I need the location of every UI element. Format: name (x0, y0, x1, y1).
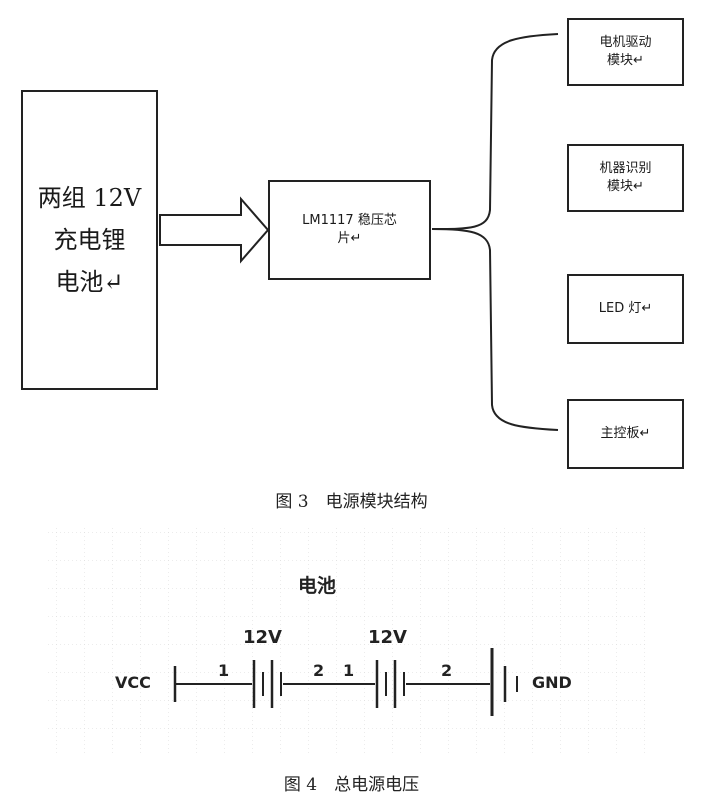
battery-pack-label-line2: 充电锂 (53, 226, 126, 254)
battery-pack-label-line3: 电池↵ (55, 268, 124, 296)
cell2-voltage-label: 12V (368, 627, 407, 648)
battery-pack-block: 两组 12V 充电锂 电池↵ (21, 90, 158, 390)
cell2-pin2-label: 2 (441, 661, 453, 680)
cell1-voltage-label: 12V (243, 627, 282, 648)
motor-driver-label-line2: 模块↵ (607, 53, 644, 68)
figure3-caption: 图 3 电源模块结构 (275, 492, 428, 512)
regulator-output-brace-lower (431, 228, 559, 431)
vcc-label: VCC (115, 673, 151, 692)
regulator-label-line2: 片↵ (337, 231, 362, 246)
regulator-label-line1: LM1117 稳压芯 (302, 213, 397, 229)
motor-driver-label-line1: 电机驱动 (599, 35, 652, 51)
battery-to-regulator-arrow (159, 196, 270, 264)
figure4-caption: 图 4 总电源电压 (283, 775, 420, 795)
block-diagram-connectors (159, 33, 559, 431)
cell2-pin1-label: 1 (343, 661, 355, 680)
motor-driver-module-block: 电机驱动 模块↵ (567, 18, 684, 86)
machine-recognition-label-line1: 机器识别 (599, 161, 652, 177)
gnd-label: GND (532, 673, 572, 692)
led-light-block: LED 灯↵ (567, 274, 684, 344)
schematic-title: 电池 (298, 575, 337, 597)
cell1-pin2-label: 2 (313, 661, 325, 680)
cell1-pin1-label: 1 (218, 661, 230, 680)
battery-pack-label-line1: 两组 12V (37, 184, 142, 212)
machine-recognition-label-line2: 模块↵ (607, 179, 644, 194)
regulator-output-brace (431, 33, 559, 230)
led-light-label: LED 灯↵ (598, 301, 653, 317)
main-control-board-block: 主控板↵ (567, 399, 684, 469)
machine-recognition-module-block: 机器识别 模块↵ (567, 144, 684, 212)
main-control-board-label: 主控板↵ (600, 426, 651, 442)
schematic-grid-background (48, 528, 648, 753)
